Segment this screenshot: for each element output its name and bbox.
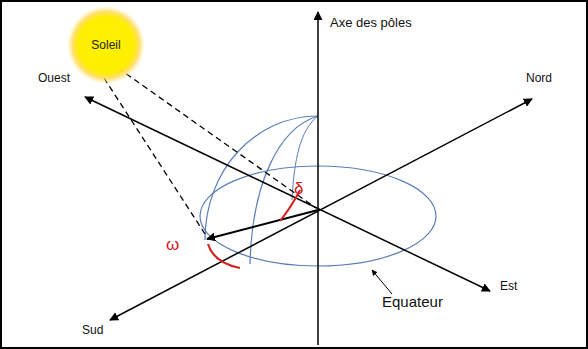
hour-angle-arc	[208, 244, 240, 268]
angle-label: δ	[294, 180, 303, 199]
south-north-axis	[110, 99, 532, 320]
equator-label: Equateur	[382, 294, 443, 311]
angle-label: ω	[166, 236, 179, 255]
sun-ray	[118, 68, 316, 208]
meridian-arc	[205, 116, 318, 240]
sun-projection	[104, 78, 205, 234]
meridian-arc	[292, 116, 318, 200]
sun-circle: Soleil	[67, 6, 145, 84]
sun-glow	[67, 6, 145, 84]
node-text: Soleil	[91, 38, 120, 52]
direction-label: Sud	[82, 324, 103, 337]
direction-label: Ouest	[38, 72, 70, 85]
leader-line	[372, 270, 392, 294]
polar-axis	[317, 12, 319, 345]
axis-label: Axe des pôles	[330, 16, 412, 30]
direction-label: Nord	[526, 72, 552, 85]
direction-label: Est	[500, 280, 517, 293]
sun-vector	[207, 210, 318, 239]
west-east-axis	[85, 97, 490, 291]
